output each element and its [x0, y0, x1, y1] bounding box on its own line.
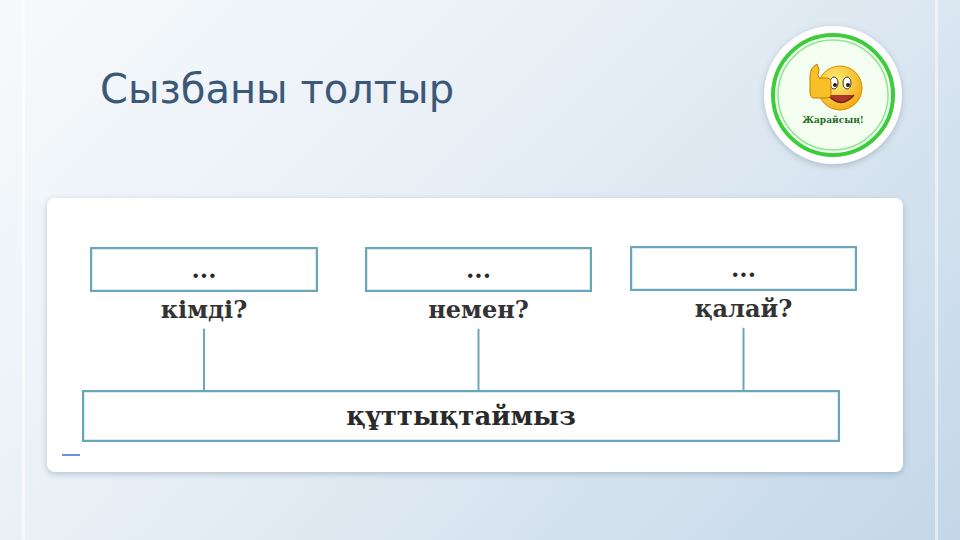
edge-stripe [935, 0, 938, 540]
blank-box: ... кімді? [90, 247, 318, 325]
box-frame: ... [90, 247, 318, 292]
root-box: құттықтаймыз [82, 390, 840, 442]
placeholder-dots: ... [731, 254, 756, 283]
connector-line [478, 329, 480, 390]
connector-line [203, 329, 205, 390]
box-frame: ... [630, 246, 857, 291]
blank-box: ... қалай? [630, 246, 857, 324]
connector-line [743, 328, 745, 390]
badge-label: Жарайсың! [793, 115, 873, 125]
underline-mark [62, 454, 80, 456]
badge-icon [764, 26, 902, 164]
question-word: кімді? [90, 296, 318, 325]
question-word: немен? [365, 296, 592, 325]
box-frame: құттықтаймыз [82, 390, 840, 442]
slide-title: Сызбаны толтыр [100, 66, 454, 112]
question-word: қалай? [630, 295, 857, 324]
edge-stripe [22, 0, 25, 540]
verb-text: құттықтаймыз [346, 401, 576, 431]
placeholder-dots: ... [191, 255, 216, 284]
panel [47, 198, 903, 472]
blank-box: ... немен? [365, 247, 592, 325]
placeholder-dots: ... [466, 255, 491, 284]
box-frame: ... [365, 247, 592, 292]
